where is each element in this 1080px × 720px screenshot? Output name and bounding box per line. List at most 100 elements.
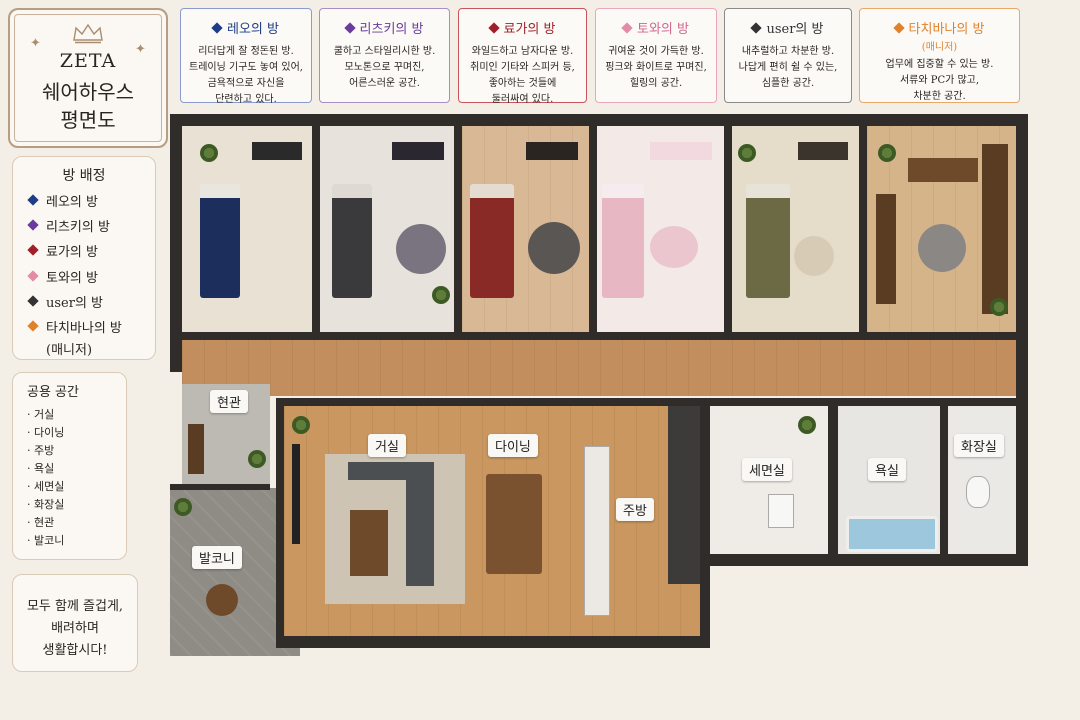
coffee-table bbox=[350, 510, 388, 576]
title-line-3: 평면도 bbox=[60, 108, 116, 132]
sofa bbox=[406, 462, 434, 586]
plant-icon bbox=[174, 498, 192, 516]
room-card-ryoga: 료가의 방 와일드하고 남자다운 방. 취미인 기타와 스피커 등, 좋아하는 … bbox=[458, 8, 587, 105]
list-item: · 화장실 bbox=[27, 498, 65, 511]
room-card-title: 리츠키의 방 bbox=[359, 22, 424, 37]
label-toilet: 화장실 bbox=[954, 434, 1004, 457]
legend-item-label: 료가의 방 bbox=[46, 245, 98, 260]
room-card-user: user의 방 내추럴하고 차분한 방. 나답게 편히 쉴 수 있는, 심플한 … bbox=[724, 8, 852, 103]
kitchen-counter bbox=[668, 406, 700, 584]
common-heading: 공용 공간 bbox=[27, 385, 79, 400]
wall bbox=[828, 406, 838, 554]
label-kitchen: 주방 bbox=[616, 498, 654, 521]
desk bbox=[908, 158, 978, 182]
label-entrance: 현관 bbox=[210, 390, 248, 413]
rug bbox=[794, 236, 834, 276]
wall bbox=[276, 398, 284, 648]
shoe-cabinet bbox=[188, 424, 204, 474]
room-card-desc-line: 와일드하고 남자다운 방. bbox=[471, 46, 574, 57]
room-card-desc-line: 심플한 공간. bbox=[761, 78, 815, 89]
motto-line-3: 생활합시다! bbox=[42, 643, 108, 658]
room-card-desc-line: 모노톤으로 꾸며진, bbox=[344, 62, 425, 73]
kitchen-island bbox=[584, 446, 610, 616]
list-item: · 세면실 bbox=[27, 480, 65, 493]
wall bbox=[589, 126, 597, 334]
hallway bbox=[182, 340, 1016, 396]
bed-leo bbox=[200, 184, 240, 298]
wall bbox=[276, 398, 1016, 406]
diamond-icon bbox=[343, 21, 356, 34]
bed-user bbox=[746, 184, 790, 298]
bathtub bbox=[846, 516, 938, 552]
diamond-icon bbox=[27, 194, 39, 206]
legend-item: 타치바나의 방 (매니저) bbox=[27, 317, 122, 358]
list-item: · 욕실 bbox=[27, 462, 55, 475]
rug bbox=[918, 224, 966, 272]
common-spaces-list: 공용 공간 · 거실 · 다이닝 · 주방 · 욕실 · 세면실 · 화장실 ·… bbox=[12, 372, 127, 560]
room-card-desc-line: 귀여운 것이 가득한 방. bbox=[608, 46, 704, 57]
plant-icon bbox=[248, 450, 266, 468]
room-card-desc-line: 취미인 기타와 스피커 등, bbox=[470, 62, 575, 73]
wall bbox=[710, 554, 1028, 566]
diamond-icon bbox=[621, 21, 633, 34]
label-dining: 다이닝 bbox=[488, 434, 538, 457]
label-balcony: 발코니 bbox=[192, 546, 242, 569]
room-card-desc-line: 금욕적으로 자신을 bbox=[207, 78, 285, 89]
legend-item-label: 토와의 방 bbox=[46, 271, 98, 286]
bed-ritsuki bbox=[332, 184, 372, 298]
list-item: · 발코니 bbox=[27, 534, 65, 547]
list-item: · 현관 bbox=[27, 516, 55, 529]
room-assignment-legend: 방 배정 레오의 방 리츠키의 방 료가의 방 토와의 방 user의 방 타치… bbox=[12, 156, 156, 360]
plant-icon bbox=[798, 416, 816, 434]
room-card-desc-line: 쿨하고 스타일리시한 방. bbox=[333, 46, 436, 57]
rug bbox=[528, 222, 580, 274]
room-card-desc-line: 둘러싸여 있다. bbox=[491, 94, 554, 105]
wall bbox=[170, 484, 270, 490]
diamond-icon bbox=[27, 244, 39, 256]
legend-item-label: 레오의 방 bbox=[46, 195, 98, 210]
legend-heading: 방 배정 bbox=[62, 168, 106, 184]
wall bbox=[724, 126, 732, 334]
room-card-desc-line: 업무에 집중할 수 있는 방. bbox=[885, 59, 994, 70]
plant-icon bbox=[990, 298, 1008, 316]
desk bbox=[526, 142, 578, 160]
wall bbox=[170, 114, 1028, 126]
house-motto: 모두 함께 즐겁게, 배려하며 생활합시다! bbox=[12, 574, 138, 672]
wall bbox=[454, 126, 462, 334]
legend-item: user의 방 bbox=[27, 292, 103, 311]
room-card-desc-line: 힐링의 공간. bbox=[629, 78, 683, 89]
room-card-desc-line: 서류와 PC가 많고, bbox=[899, 75, 980, 86]
bookshelf bbox=[982, 144, 1008, 314]
room-card-leo: 레오의 방 리더답게 잘 정돈된 방. 트레이닝 기구도 놓여 있어, 금욕적으… bbox=[180, 8, 312, 105]
plant-icon bbox=[878, 144, 896, 162]
dining-table bbox=[486, 474, 542, 574]
desk bbox=[798, 142, 848, 160]
bed-towa bbox=[602, 184, 644, 298]
room-card-desc-line: 나답게 편히 쉴 수 있는, bbox=[738, 62, 838, 73]
diamond-icon bbox=[487, 21, 500, 34]
wall bbox=[312, 126, 320, 334]
diamond-icon bbox=[27, 219, 39, 231]
wall bbox=[700, 406, 710, 648]
room-card-title: 료가의 방 bbox=[503, 22, 556, 37]
legend-item-label: 리츠키의 방 bbox=[46, 220, 110, 235]
washing-machine bbox=[768, 494, 794, 528]
room-card-subtitle: (매니저) bbox=[921, 42, 958, 53]
desk bbox=[650, 142, 712, 160]
room-card-desc-line: 단련하고 있다. bbox=[215, 94, 277, 105]
balcony-table bbox=[206, 584, 238, 616]
tv bbox=[292, 444, 300, 544]
legend-item: 리츠키의 방 bbox=[27, 216, 110, 235]
room-card-desc-line: 트레이닝 기구도 놓여 있어, bbox=[189, 62, 303, 73]
wall bbox=[859, 126, 867, 334]
wall bbox=[170, 114, 182, 372]
toilet bbox=[966, 476, 990, 508]
crown-icon bbox=[73, 23, 103, 44]
rug bbox=[396, 224, 446, 274]
room-card-title: 타치바나의 방 bbox=[908, 22, 985, 37]
motto-line-1: 모두 함께 즐겁게, bbox=[26, 599, 124, 614]
room-card-title: 레오의 방 bbox=[227, 22, 279, 37]
room-card-title: 토와의 방 bbox=[637, 22, 689, 37]
list-item: · 다이닝 bbox=[27, 426, 65, 439]
motto-line-2: 배려하며 bbox=[51, 621, 99, 636]
